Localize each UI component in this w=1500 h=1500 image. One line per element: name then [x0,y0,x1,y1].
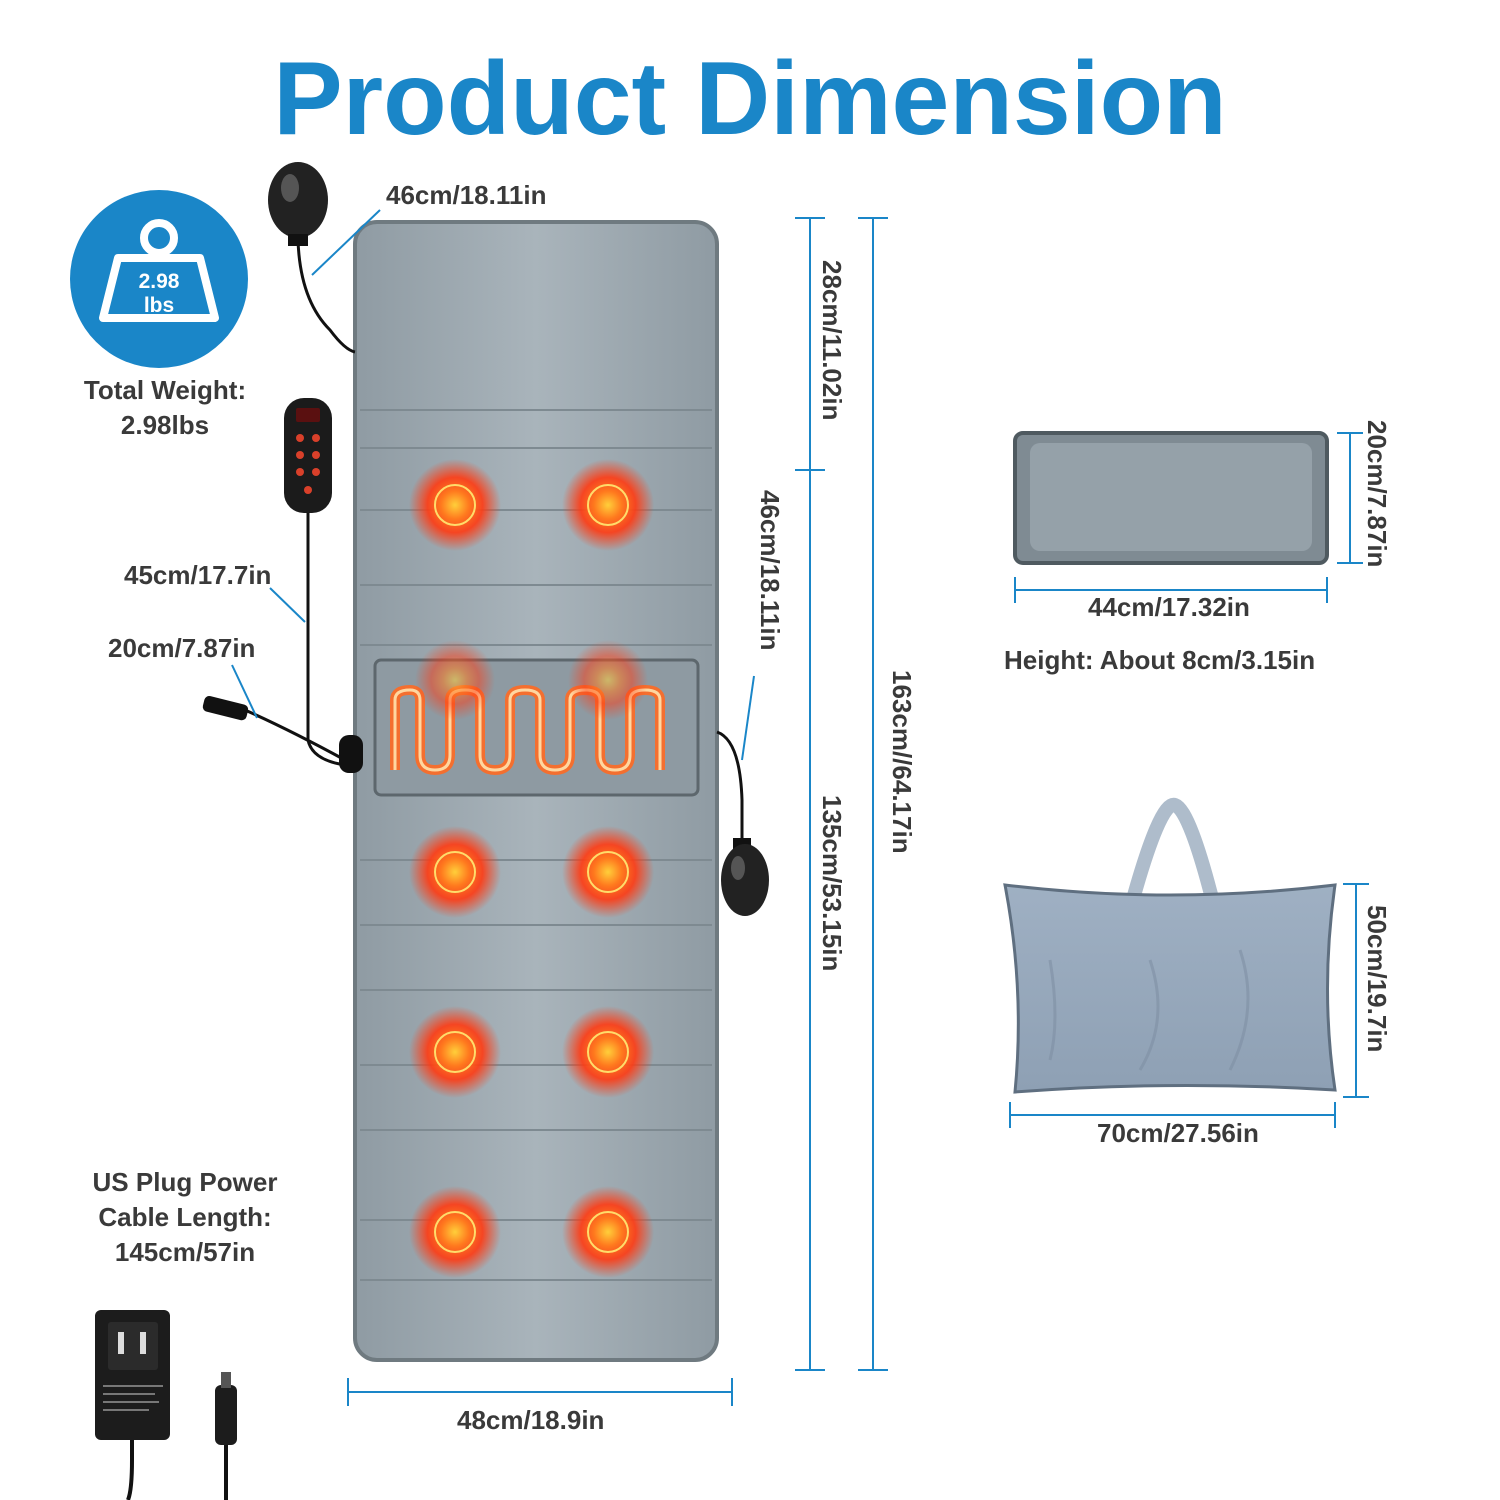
bag-dimension-lines [1009,883,1369,1128]
massage-mat [353,220,719,1362]
weight-badge-unit: lbs [143,294,175,317]
body-section-length: 135cm/53.15in [817,795,847,972]
air-bulb-icon [268,162,328,246]
head-section-length: 28cm/11.02in [817,260,847,421]
total-length: 163cm//64.17in [887,670,917,854]
storage-bag [1003,797,1337,1094]
weight-badge-value: 2.98 [138,270,180,293]
page-title: Product Dimension [273,41,1227,157]
weight-icon [99,219,219,322]
pillow-dimension-lines [1014,432,1363,603]
mat-dimension-lines [347,217,888,1406]
dc-connector-icon [202,695,249,721]
total-weight-value: 2.98lbs [120,410,210,440]
top-cable-length: 46cm/18.11in [386,180,547,210]
cable-junction-icon [339,735,363,773]
air-bulb-icon [721,838,769,916]
remote-controller-icon [284,398,332,513]
pillow-depth: 20cm/7.87in [1362,420,1392,568]
bag-width: 70cm/27.56in [1097,1118,1259,1148]
pillow [1013,431,1329,565]
pillow-width: 44cm/17.32in [1088,592,1250,622]
heat-node-icons [409,459,654,1278]
weight-badge: 2.98 lbs [70,190,248,368]
power-cable-length: 145cm/57in [114,1237,256,1267]
power-adapter-icon [95,1310,237,1500]
total-weight-title: Total Weight: [83,375,247,405]
total-weight-label: Total Weight: 2.98lbs [40,375,290,441]
pillow-height: Height: About 8cm/3.15in [1004,645,1316,675]
controller-cable-length: 45cm/17.7in [124,560,272,590]
mat-width: 48cm/18.9in [457,1405,605,1435]
power-cable-line2: Cable Length: [98,1202,272,1232]
power-cable-line1: US Plug Power [92,1167,278,1197]
heat-section-length: 46cm/18.11in [755,490,785,651]
power-lead-length: 20cm/7.87in [108,633,256,663]
bag-height: 50cm/19.7in [1362,905,1392,1053]
power-cable-label: US Plug Power Cable Length: 145cm/57in [60,1165,310,1270]
